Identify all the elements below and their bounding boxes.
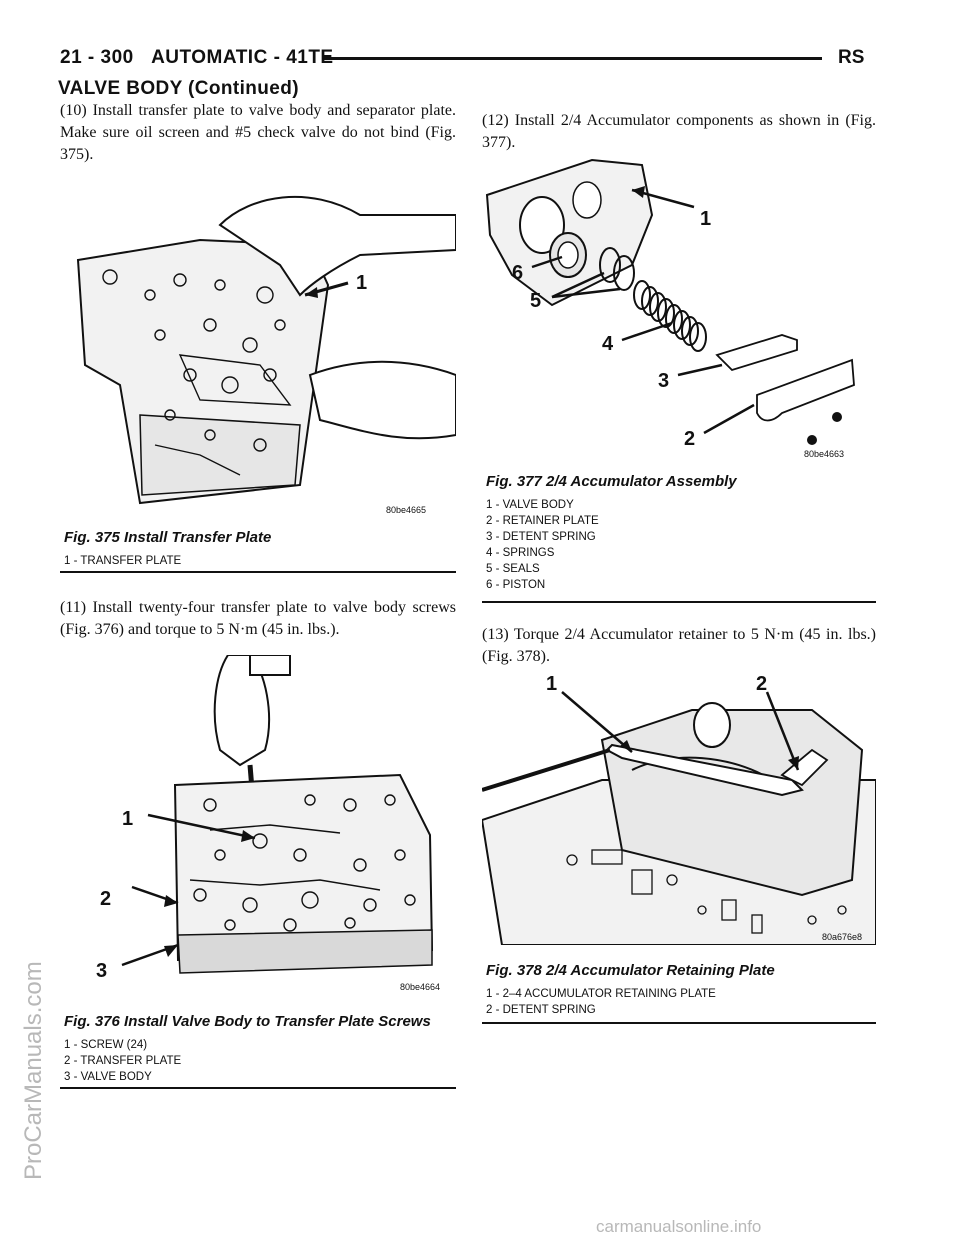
figure-375-callout-1: 1 xyxy=(356,272,367,294)
watermark: ProCarManuals.com xyxy=(20,961,47,1180)
running-header-page-ref: 21 - 300 AUTOMATIC - 41TE xyxy=(60,47,334,68)
header-rule xyxy=(322,57,822,60)
legend-item: 3 - VALVE BODY xyxy=(64,1071,152,1083)
section-title: VALVE BODY (Continued) xyxy=(58,78,300,99)
figure-377-callout-1: 1 xyxy=(700,208,711,230)
figure-375-code: 80be4665 xyxy=(386,505,426,515)
step-13-text: (13) Torque 2/4 Accumulator retainer to … xyxy=(482,626,876,665)
step-12-text: (12) Install 2/4 Accumulator components … xyxy=(482,112,876,151)
legend-item: 1 - SCREW (24) xyxy=(64,1039,148,1051)
figure-377-legend: 1 - VALVE BODY 2 - RETAINER PLATE 3 - DE… xyxy=(486,497,599,593)
legend-item: 1 - 2–4 ACCUMULATOR RETAINING PLATE xyxy=(486,988,716,1000)
figure-375-legend: 1 - TRANSFER PLATE xyxy=(64,553,181,569)
running-header-chapter: AUTOMATIC - 41TE xyxy=(151,47,334,68)
figure-376-illustration: 1 2 3 80be4664 xyxy=(96,655,440,992)
step-11-text: (11) Install twenty-four transfer plate … xyxy=(60,599,456,638)
legend-item: 5 - SEALS xyxy=(486,563,540,575)
figure-378-illustration: 1 2 80a676e8 xyxy=(482,673,876,945)
figure-378: 1 2 80a676e8 Fig. 378 2/4 Accumulator Re… xyxy=(482,670,876,1025)
running-header-model-code: RS xyxy=(838,47,865,68)
footer-link[interactable]: carmanualsonline.info xyxy=(596,1217,762,1236)
legend-item: 4 - SPRINGS xyxy=(486,547,555,559)
figure-378-callout-2: 2 xyxy=(756,673,767,695)
figure-377-bottom-rule xyxy=(482,601,876,603)
figure-376-callout-1: 1 xyxy=(122,808,133,830)
figure-377-callout-2: 2 xyxy=(684,428,695,450)
step-10-text: (10) Install transfer plate to valve bod… xyxy=(60,102,456,163)
figure-377-code: 80be4663 xyxy=(804,449,844,459)
figure-377: 1 6 5 4 3 2 80be4663 Fig. 377 2/4 Accumu… xyxy=(482,155,876,605)
figure-377-callout-5: 5 xyxy=(530,290,541,312)
legend-item: 6 - PISTON xyxy=(486,579,546,591)
figure-376: 1 2 3 80be4664 Fig. 376 Install Valve Bo… xyxy=(60,655,456,1095)
figure-378-bottom-rule xyxy=(482,1022,876,1024)
figure-378-caption: Fig. 378 2/4 Accumulator Retaining Plate xyxy=(486,962,775,979)
legend-item: 1 - TRANSFER PLATE xyxy=(64,555,182,567)
figure-375: 1 80be4665 Fig. 375 Install Transfer Pla… xyxy=(60,185,456,573)
figure-377-callout-6: 6 xyxy=(512,262,523,284)
figure-376-bottom-rule xyxy=(60,1087,456,1089)
figure-378-code: 80a676e8 xyxy=(822,932,862,942)
figure-375-caption: Fig. 375 Install Transfer Plate xyxy=(64,529,272,546)
figure-375-illustration: 1 80be4665 xyxy=(76,195,456,515)
figure-376-legend: 1 - SCREW (24) 2 - TRANSFER PLATE 3 - VA… xyxy=(64,1037,181,1085)
figure-376-callout-3: 3 xyxy=(96,960,107,982)
figure-378-callout-1: 1 xyxy=(546,673,557,695)
figure-377-caption: Fig. 377 2/4 Accumulator Assembly xyxy=(486,473,737,490)
figure-378-legend: 1 - 2–4 ACCUMULATOR RETAINING PLATE 2 - … xyxy=(486,986,716,1018)
figure-376-callout-2: 2 xyxy=(100,888,111,910)
legend-item: 2 - DETENT SPRING xyxy=(486,1004,596,1016)
figure-376-caption: Fig. 376 Install Valve Body to Transfer … xyxy=(64,1013,431,1030)
figure-377-callout-3: 3 xyxy=(658,370,669,392)
figure-375-bottom-rule xyxy=(60,571,456,573)
figure-377-illustration: 1 6 5 4 3 2 80be4663 xyxy=(485,158,855,459)
legend-item: 3 - DETENT SPRING xyxy=(486,531,596,543)
figure-377-callout-4: 4 xyxy=(602,333,614,355)
legend-item: 2 - RETAINER PLATE xyxy=(486,515,599,527)
figure-376-code: 80be4664 xyxy=(400,982,440,992)
legend-item: 2 - TRANSFER PLATE xyxy=(64,1055,182,1067)
legend-item: 1 - VALVE BODY xyxy=(486,499,574,511)
